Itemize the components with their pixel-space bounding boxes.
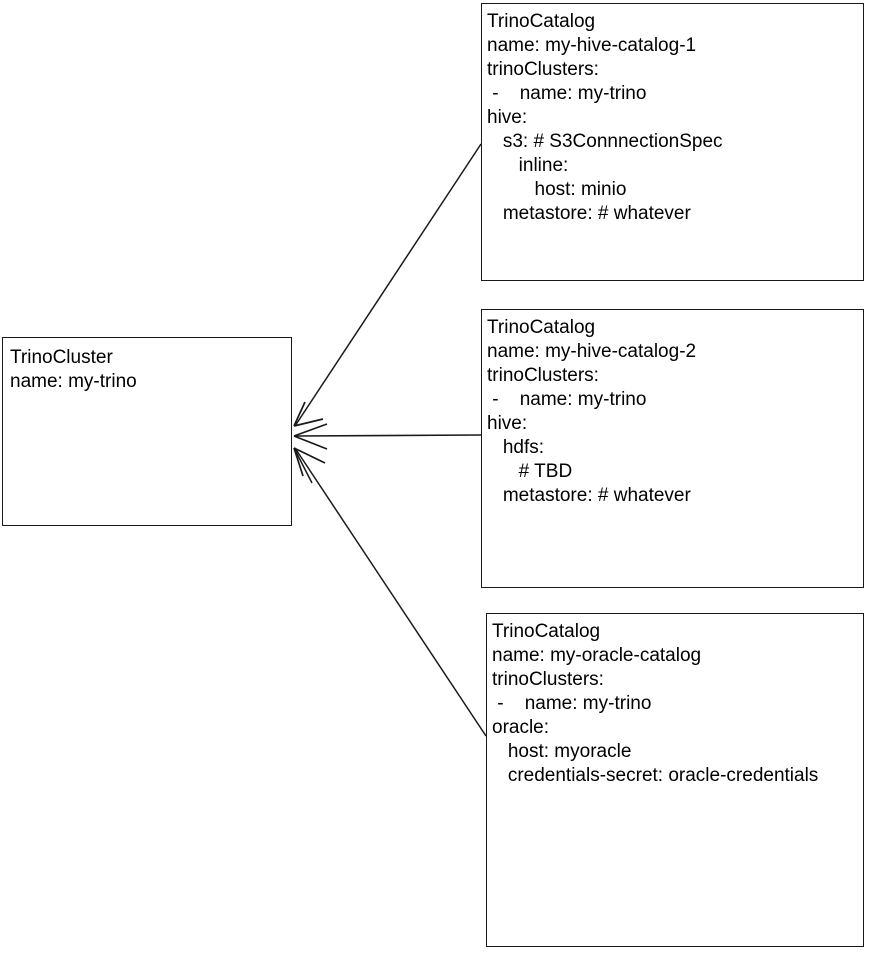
node-trino-cluster[interactable]: TrinoCluster name: my-trino xyxy=(2,337,292,526)
node-trino-catalog-hive-1[interactable]: TrinoCatalog name: my-hive-catalog-1 tri… xyxy=(481,3,864,281)
node-trino-catalog-hive-2[interactable]: TrinoCatalog name: my-hive-catalog-2 tri… xyxy=(481,309,864,588)
arrowhead-barb-lower xyxy=(293,447,326,464)
edge-line xyxy=(295,434,482,437)
node-trino-catalog-hive-2-text: TrinoCatalog name: my-hive-catalog-2 tri… xyxy=(487,317,697,506)
edge-catalog-hive-2-to-cluster xyxy=(293,423,482,450)
arrowhead-barb-upper xyxy=(293,423,328,437)
node-trino-catalog-oracle-text: TrinoCatalog name: my-oracle-catalog tri… xyxy=(492,621,819,786)
edge-catalog-oracle-to-cluster xyxy=(293,447,487,737)
arrowhead-barb-lower xyxy=(293,435,328,450)
arrowhead-barb-lower xyxy=(293,401,306,427)
node-trino-cluster-text: TrinoCluster name: my-trino xyxy=(10,347,137,392)
edge-line xyxy=(294,447,487,737)
node-trino-catalog-oracle[interactable]: TrinoCatalog name: my-oracle-catalog tri… xyxy=(486,613,864,947)
arrowhead-barb-outer xyxy=(293,447,304,477)
arrowhead-barb-upper xyxy=(293,418,324,427)
edge-catalog-hive-1-to-cluster xyxy=(293,143,482,427)
arrowhead-barb-extra xyxy=(293,447,313,484)
node-trino-catalog-hive-1-text: TrinoCatalog name: my-hive-catalog-1 tri… xyxy=(487,11,723,224)
edge-line xyxy=(294,143,482,427)
